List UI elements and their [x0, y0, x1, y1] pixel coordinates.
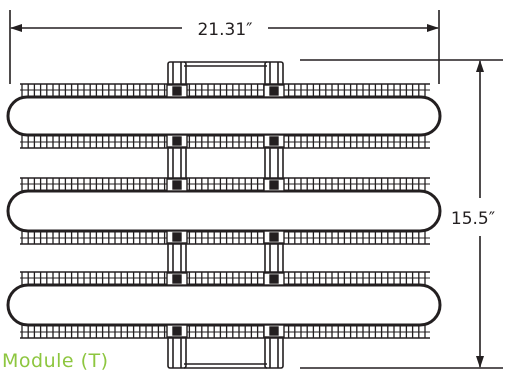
module-caption: Module (T)	[2, 350, 109, 372]
tube-outline	[6, 95, 442, 137]
tube-outline	[6, 283, 442, 327]
width-label-mask	[184, 15, 266, 41]
width-dimension	[9, 10, 440, 84]
fitting	[263, 272, 285, 338]
fitting	[166, 178, 188, 244]
height-label: 15.5″	[451, 209, 495, 229]
manifold-cap-top	[184, 61, 267, 67]
manifold-cap-bottom	[184, 363, 267, 369]
manifold-fittings	[166, 84, 285, 338]
height-dimension	[300, 59, 503, 369]
fitting	[263, 84, 285, 148]
tube-loop-1	[6, 83, 442, 149]
fitting	[166, 84, 188, 148]
fitting	[263, 178, 285, 244]
tube-outline	[6, 189, 442, 233]
fitting	[166, 272, 188, 338]
height-label-mask	[444, 200, 506, 234]
coil-assembly	[6, 83, 442, 339]
tube-loop-2	[6, 177, 442, 245]
tube-loop-3	[6, 271, 442, 339]
width-label: 21.31″	[197, 20, 252, 40]
